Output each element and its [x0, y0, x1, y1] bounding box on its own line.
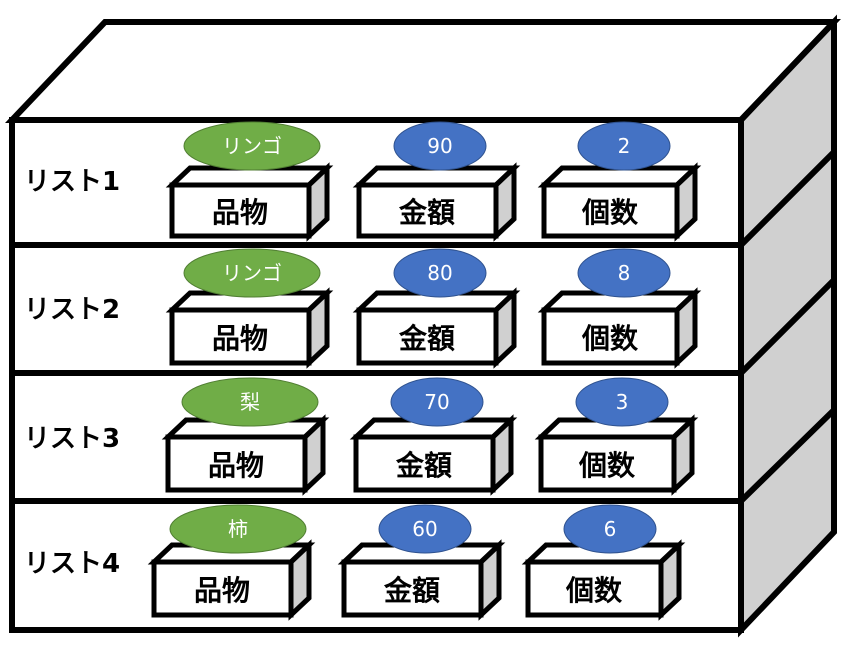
- price-value-oval: [393, 121, 487, 171]
- item-value-oval: [181, 377, 319, 427]
- item-box: 品物 リンゴ: [165, 121, 334, 242]
- item-value-oval: [183, 121, 321, 171]
- price-box: 金額 60: [337, 504, 506, 621]
- side-divider: [738, 277, 837, 376]
- count-value-oval: [575, 377, 669, 427]
- price-value-oval: [390, 377, 484, 427]
- item-value-oval: [183, 248, 321, 298]
- box-front: [165, 434, 308, 493]
- count-box: 個数 3: [534, 377, 699, 496]
- item-value-oval: [169, 504, 307, 554]
- box-front: [538, 434, 677, 493]
- item-box-label: 品物: [208, 449, 264, 482]
- price-box-label: 金額: [395, 449, 452, 482]
- box-front: [356, 182, 499, 239]
- count-box: 個数 8: [537, 248, 702, 369]
- count-box-label: 個数: [565, 574, 623, 607]
- price-box-label: 金額: [398, 322, 455, 355]
- count-box-label: 個数: [581, 322, 639, 355]
- box-front: [353, 434, 496, 493]
- count-box: 個数 6: [521, 504, 686, 621]
- price-value-oval: [393, 248, 487, 298]
- list-row: リスト2 品物 リンゴ 金額 80 個数 8: [9, 242, 744, 376]
- box-front: [356, 307, 499, 366]
- row-label: リスト1: [24, 167, 120, 197]
- item-box-label: 品物: [194, 574, 250, 607]
- item-value: リンゴ: [222, 134, 282, 158]
- item-box: 品物 柿: [147, 504, 316, 621]
- price-value-oval: [378, 504, 472, 554]
- count-value: 2: [618, 134, 631, 158]
- box-top: [165, 165, 334, 188]
- row-label: リスト3: [24, 424, 120, 454]
- box-top: [352, 165, 521, 188]
- count-box: 個数 2: [537, 121, 702, 242]
- price-box: 金額 70: [349, 377, 518, 496]
- side-divider: [738, 407, 837, 504]
- list-row: リスト1 品物 リンゴ 金額 90 個数 2: [9, 117, 744, 248]
- stack-top-face: [5, 19, 841, 123]
- price-value: 70: [424, 390, 449, 414]
- count-value: 6: [604, 517, 617, 541]
- count-box-label: 個数: [578, 449, 636, 482]
- item-box-label: 品物: [212, 322, 268, 355]
- box-front: [341, 559, 484, 618]
- count-value-oval: [563, 504, 657, 554]
- item-box: 品物 リンゴ: [165, 248, 334, 369]
- box-front: [169, 307, 312, 366]
- count-value-oval: [577, 121, 671, 171]
- count-value-oval: [577, 248, 671, 298]
- list-row: リスト3 品物 梨 金額 70 個数 3: [9, 370, 744, 504]
- count-box-label: 個数: [581, 196, 639, 229]
- row-label: リスト2: [24, 295, 120, 325]
- item-value: 柿: [228, 517, 248, 541]
- box-front: [525, 559, 664, 618]
- item-value: リンゴ: [222, 261, 282, 285]
- item-box: 品物 梨: [161, 377, 330, 496]
- box-top: [537, 165, 702, 188]
- price-value: 60: [412, 517, 437, 541]
- price-value: 90: [427, 134, 452, 158]
- price-box: 金額 90: [352, 121, 521, 242]
- count-value: 8: [618, 261, 631, 285]
- row-label: リスト4: [24, 549, 120, 579]
- box-front: [541, 307, 680, 366]
- item-value: 梨: [240, 390, 260, 414]
- price-box-label: 金額: [398, 196, 455, 229]
- box-front: [541, 182, 680, 239]
- price-value: 80: [427, 261, 452, 285]
- list-row: リスト4 品物 柿 金額 60 個数 6: [9, 498, 744, 633]
- price-box-label: 金額: [383, 574, 440, 607]
- side-divider: [738, 149, 837, 248]
- box-front: [151, 559, 294, 618]
- count-value: 3: [616, 390, 629, 414]
- box-front: [169, 182, 312, 239]
- item-box-label: 品物: [212, 196, 268, 229]
- price-box: 金額 80: [352, 248, 521, 369]
